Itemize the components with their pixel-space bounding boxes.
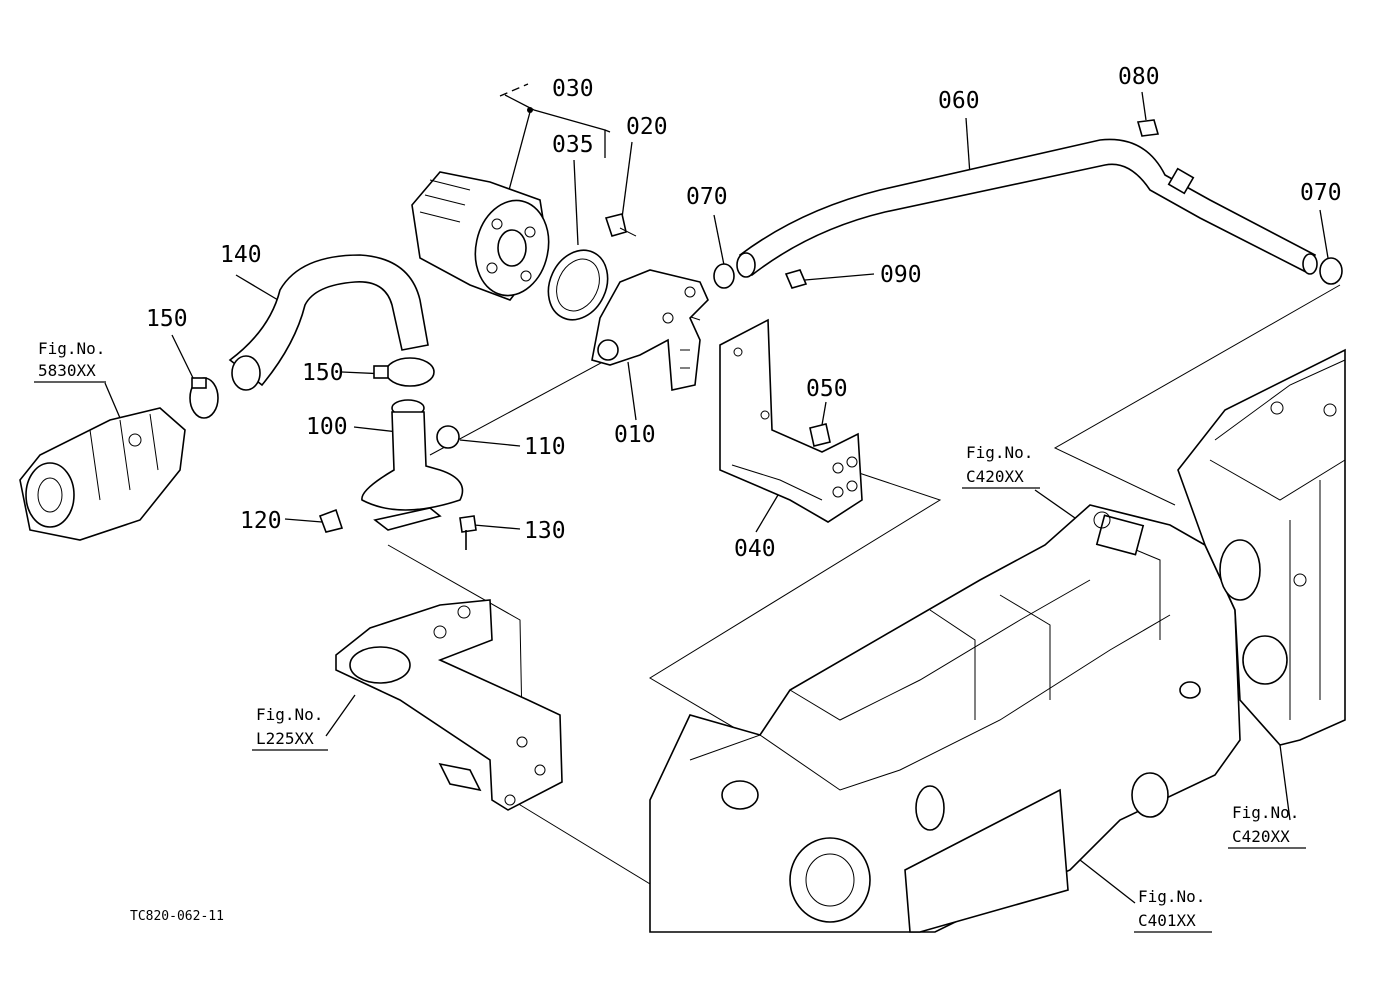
fig-ref-code: 5830XX: [38, 361, 96, 380]
label-050: 050: [806, 376, 848, 402]
label-150-left: 150: [146, 306, 188, 332]
bolt-050: [809, 423, 831, 447]
bolt-120: [318, 508, 344, 533]
label-035: 035: [552, 132, 594, 158]
label-110: 110: [524, 434, 566, 460]
fig-ref-code: C420XX: [1232, 827, 1290, 846]
part-number-labels: 030 035 020 070 060 080 070 090 140 150 …: [146, 64, 1342, 562]
fig-ref-code: L225XX: [256, 729, 314, 748]
fig-ref-code: C401XX: [1138, 911, 1196, 930]
fig-ref-housing-side[interactable]: Fig.No. C420XX: [1228, 803, 1306, 849]
filter-head: [591, 269, 709, 391]
label-120: 120: [240, 508, 282, 534]
fig-ref-code: C420XX: [966, 467, 1024, 486]
bracket-040: [719, 318, 863, 523]
pipe-060: [736, 138, 1318, 278]
fig-ref-prefix: Fig.No.: [1138, 887, 1205, 906]
rear-housing: [1177, 348, 1346, 746]
o-ring-070-left: [713, 263, 735, 289]
elbow-pipe-100: [361, 399, 464, 531]
set-marker: [527, 107, 533, 113]
oil-filter: [411, 171, 550, 301]
transmission-case: [649, 504, 1241, 933]
label-140: 140: [220, 242, 262, 268]
label-100: 100: [306, 414, 348, 440]
figure-references: Fig.No. 5830XX Fig.No. L225XX Fig.No. C4…: [34, 339, 1306, 933]
fig-ref-pump[interactable]: Fig.No. 5830XX: [34, 339, 106, 383]
hose-140: [228, 254, 429, 391]
label-010: 010: [614, 422, 656, 448]
assembly-bracket: [499, 83, 611, 133]
bolt-020: [604, 213, 637, 237]
label-060: 060: [938, 88, 980, 114]
o-ring-070-right: [1319, 257, 1343, 285]
bolt-090: [784, 269, 808, 289]
label-070-right: 070: [1300, 180, 1342, 206]
bolt-080: [1136, 119, 1160, 137]
hydraulic-pump: [19, 407, 186, 541]
gasket-035: [547, 249, 609, 321]
fig-ref-housing-top[interactable]: Fig.No. C420XX: [962, 443, 1040, 489]
fig-ref-prefix: Fig.No.: [966, 443, 1033, 462]
fig-ref-prefix: Fig.No.: [38, 339, 105, 358]
fig-ref-prefix: Fig.No.: [1232, 803, 1299, 822]
label-130: 130: [524, 518, 566, 544]
label-090: 090: [880, 262, 922, 288]
fig-ref-case-front[interactable]: Fig.No. C401XX: [1134, 887, 1212, 933]
label-030: 030: [552, 76, 594, 102]
fig-ref-bracket[interactable]: Fig.No. L225XX: [252, 705, 328, 751]
label-150-right: 150: [302, 360, 344, 386]
label-040: 040: [734, 536, 776, 562]
label-020: 020: [626, 114, 668, 140]
lower-bracket: [335, 599, 563, 811]
hose-clamp-150-left: [189, 377, 219, 419]
fig-ref-prefix: Fig.No.: [256, 705, 323, 724]
o-ring-110: [436, 425, 460, 449]
hose-clamp-150-right: [373, 357, 435, 387]
bolt-130: [459, 515, 477, 550]
label-070-left: 070: [686, 184, 728, 210]
drawing-code: TC820-062-11: [130, 909, 224, 924]
label-080: 080: [1118, 64, 1160, 90]
